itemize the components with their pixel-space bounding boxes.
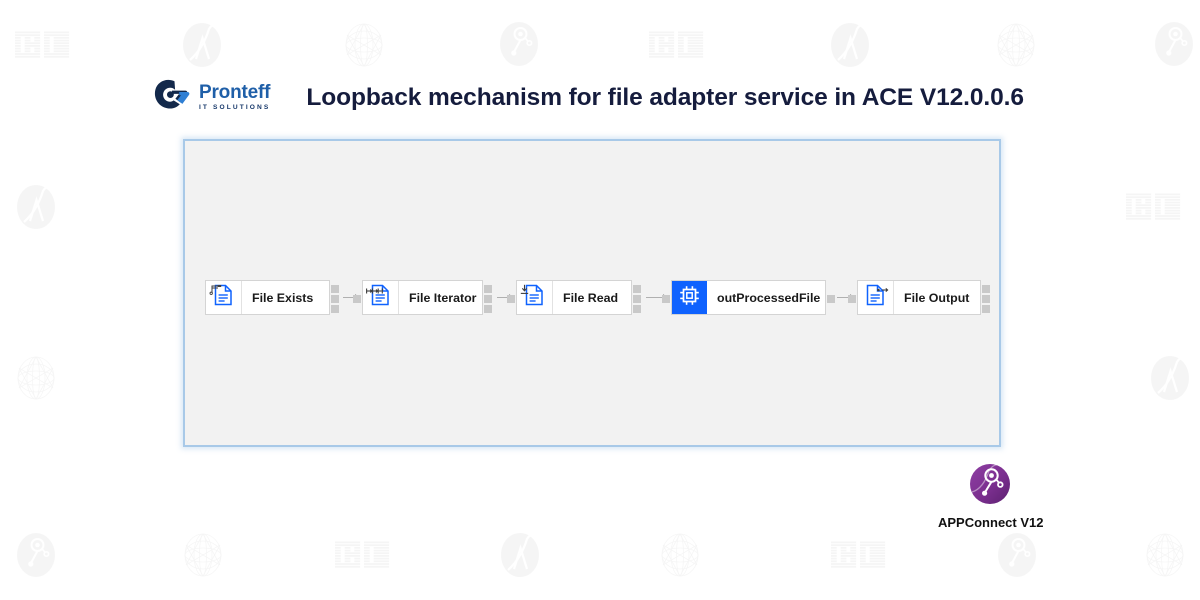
pronteff-logo: Pronteff IT SOLUTIONS [154,78,270,117]
ace-a-logo-watermark [500,532,540,578]
node-label-out-processed-file: outProcessedFile [717,290,821,305]
appconnect-label: APPConnect V12 [938,515,1044,530]
output-terminals-out-processed-file[interactable] [827,281,836,316]
input-terminals-file-iterator[interactable] [352,281,361,316]
input-terminal[interactable] [662,294,670,303]
output-terminal[interactable] [331,284,339,293]
ace-a-logo-watermark [182,22,222,68]
flow-node-row: File Exists File Iterator File Read outProc… [185,141,1003,449]
input-terminals-file-read[interactable] [506,281,515,316]
download-decoration-icon [520,282,529,300]
page-title: Loopback mechanism for file adapter serv… [306,83,1024,111]
output-terminal[interactable] [982,294,990,303]
ace-a-logo-watermark [830,22,870,68]
app-connect-circle-icon [969,463,1011,510]
flow-node-file-exists[interactable]: File Exists [205,280,339,315]
logo-tagline: IT SOLUTIONS [199,104,271,112]
node-icon-cell-file-exists [206,281,242,314]
logo-name: Pronteff [199,82,271,104]
ace-a-logo-watermark [16,184,56,230]
node-icon-cell-out-processed-file [672,281,707,314]
output-terminal[interactable] [331,304,339,313]
chip-processor-icon [679,285,700,311]
output-terminal[interactable] [633,304,641,313]
node-icon-cell-file-read [517,281,553,314]
output-terminal[interactable] [982,304,990,313]
node-label-file-output: File Output [904,290,970,305]
ibm-logo-watermark [1126,193,1184,221]
output-terminal[interactable] [484,304,492,313]
output-terminal[interactable] [331,294,339,303]
sphere-mesh-watermark [179,531,227,579]
flow-node-out-processed-file[interactable]: outProcessedFile [662,280,835,315]
sphere-mesh-watermark [1141,531,1189,579]
node-label-file-exists: File Exists [252,290,314,305]
branch-check-decoration-icon [209,282,222,300]
node-icon-cell-file-output [858,281,894,314]
sphere-mesh-watermark [340,21,388,69]
output-terminals-file-output[interactable] [982,281,991,316]
output-terminal[interactable] [484,294,492,303]
ace-a-logo-watermark [1150,355,1190,401]
ibm-logo-watermark [15,31,73,59]
input-terminal[interactable] [848,294,856,303]
header: Pronteff IT SOLUTIONS Loopback mechanism… [154,78,1024,117]
file-document-icon [214,284,233,311]
flow-node-file-read[interactable]: File Read [507,280,641,315]
flow-node-file-iterator[interactable]: File Iterator [353,280,492,315]
pronteff-link-logo-icon [154,78,192,117]
dots-arrow-decoration-icon [876,282,890,300]
sphere-mesh-watermark [12,354,60,402]
message-flow-canvas[interactable]: File Exists File Iterator File Read outProc… [183,139,1001,447]
output-terminals-file-exists[interactable] [331,281,340,316]
input-terminals-out-processed-file[interactable] [661,281,670,316]
output-terminal[interactable] [633,294,641,303]
iterator-arrows-decoration-icon [366,282,383,300]
input-terminal[interactable] [507,294,515,303]
output-terminal[interactable] [484,284,492,293]
sphere-mesh-watermark [992,21,1040,69]
output-terminal[interactable] [633,284,641,293]
ibm-logo-watermark [831,541,889,569]
node-label-file-read: File Read [563,290,619,305]
node-label-file-iterator: File Iterator [409,290,477,305]
app-connect-watermark [16,532,56,578]
sphere-mesh-watermark [656,531,704,579]
file-document-icon [525,284,544,311]
output-terminal[interactable] [982,284,990,293]
output-terminals-file-iterator[interactable] [484,281,493,316]
output-terminals-file-read[interactable] [633,281,642,316]
ibm-logo-watermark [335,541,393,569]
appconnect-badge: APPConnect V12 [938,463,1044,530]
flow-node-file-output[interactable]: File Output [848,280,990,315]
app-connect-watermark [997,532,1037,578]
app-connect-watermark [499,21,539,67]
input-terminal[interactable] [353,294,361,303]
output-terminal[interactable] [827,294,835,303]
input-terminals-file-output[interactable] [847,281,856,316]
ibm-logo-watermark [649,31,707,59]
node-icon-cell-file-iterator [363,281,399,314]
app-connect-watermark [1154,21,1194,67]
pronteff-logo-text: Pronteff IT SOLUTIONS [199,83,270,112]
